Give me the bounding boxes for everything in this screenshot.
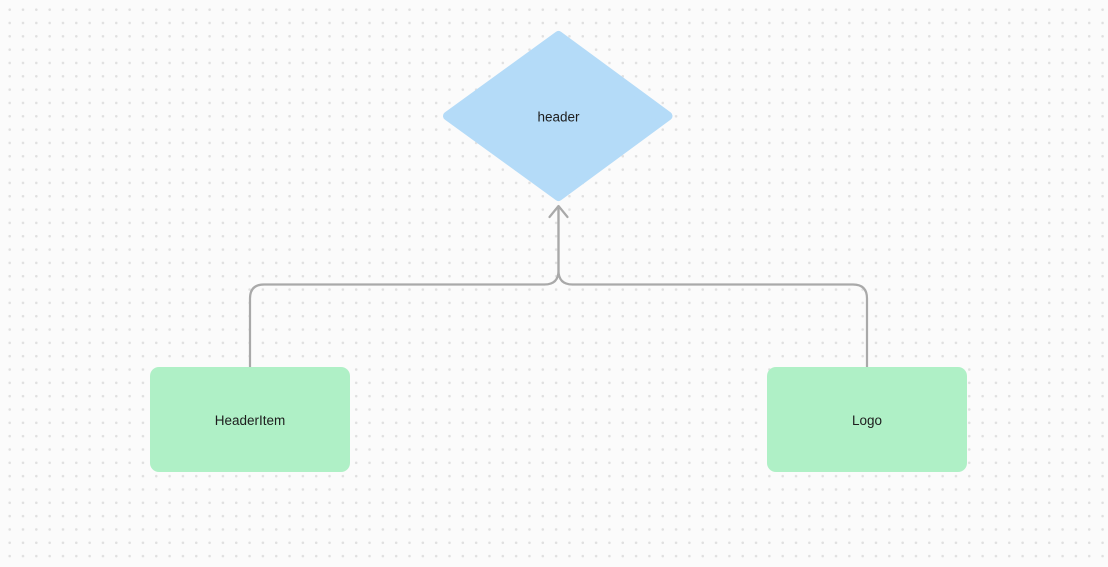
node-logo[interactable]: Logo bbox=[767, 367, 967, 472]
arrowhead-up-icon bbox=[548, 204, 569, 219]
node-headeritem[interactable]: HeaderItem bbox=[150, 367, 350, 472]
rectangle-shape[interactable] bbox=[150, 367, 350, 472]
diamond-shape[interactable] bbox=[443, 31, 673, 201]
node-header[interactable]: header bbox=[443, 31, 673, 201]
edge-headeritem-to-header[interactable] bbox=[248, 207, 560, 369]
rectangle-shape[interactable] bbox=[767, 367, 967, 472]
edges bbox=[248, 204, 869, 369]
edge-logo-to-header[interactable] bbox=[557, 207, 869, 369]
